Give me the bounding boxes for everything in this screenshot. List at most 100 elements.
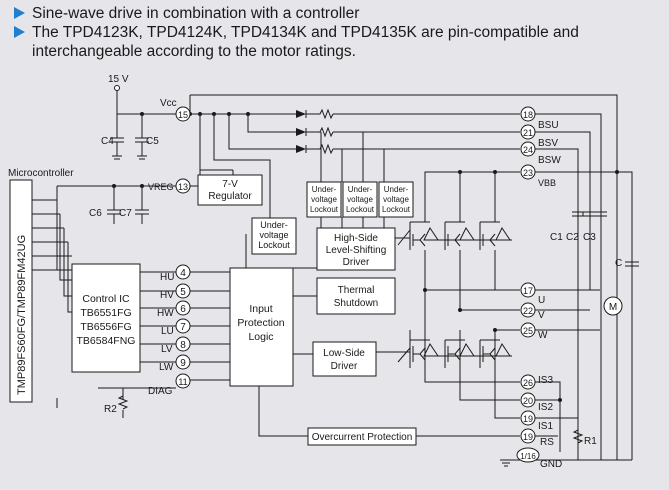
pin-number: 19 (523, 432, 533, 442)
capacitor-c5-label: C5 (146, 136, 159, 147)
junction-dots (112, 112, 619, 402)
pin-number: 5 (180, 287, 186, 298)
pin-number: 19 (523, 414, 533, 424)
resistor-r2-label: R2 (104, 404, 117, 415)
control-ic-part: TB6551FG (80, 307, 131, 319)
regulator-block (197, 174, 263, 206)
uvlo-main-label: voltage (259, 230, 288, 240)
control-ic-title: Control IC (82, 293, 130, 305)
pin-label-hv: HV (160, 290, 174, 301)
uvlo-small-label: Under- (312, 185, 337, 194)
pin-number: 18 (523, 110, 533, 120)
control-ic-part: TB6556FG (80, 321, 131, 333)
uvlo-main-label: Under- (260, 220, 288, 230)
thermal-label: Thermal (338, 285, 375, 296)
uvlo-small-label: voltage (383, 195, 409, 204)
resistor-r1-label: R1 (584, 436, 597, 447)
pin-label-bsw: BSW (538, 155, 561, 166)
pin-number: 8 (180, 340, 186, 351)
input-logic-label: Protection (237, 317, 284, 329)
triangle-bullet-icon (14, 26, 25, 38)
uvlo-small-label: Lockout (310, 205, 339, 214)
regulator-label: 7-V (222, 179, 238, 190)
pin-number: 23 (523, 168, 533, 178)
pin-label-u: U (538, 295, 545, 306)
uvlo-main-block (251, 217, 297, 255)
control-ic-box (71, 263, 141, 373)
vreg-label: VREG (148, 182, 174, 192)
pin-number: 21 (523, 128, 533, 138)
pin-label-is1: IS1 (538, 421, 553, 432)
pin-label-is3: IS3 (538, 375, 553, 386)
pin-number: 26 (523, 378, 533, 388)
pin-label-w: W (538, 330, 548, 341)
uvlo-small-blocks: Under- voltage Lockout Under- voltage Lo… (306, 181, 414, 218)
pin-number: 15 (178, 110, 188, 120)
pin-label-hu: HU (160, 272, 174, 283)
pin-number: 9 (180, 358, 186, 369)
uvlo-small-label: Lockout (382, 205, 411, 214)
capacitor-c3-label: C3 (583, 232, 596, 243)
pin-label-gnd: GND (540, 459, 562, 470)
pin-number: 4 (180, 268, 186, 279)
igbt-bridge-icon (397, 221, 512, 368)
low-side-label: Driver (331, 361, 358, 372)
pin-label-lv: LV (161, 344, 173, 355)
supply-terminal-icon (114, 85, 120, 91)
resistor-r1-icon (572, 429, 584, 444)
pin-number: 6 (180, 304, 186, 315)
pin-label-rs: RS (540, 437, 554, 448)
bullet-text: Sine-wave drive in combination with a co… (32, 5, 360, 22)
pin-label-diag: DIAG (148, 386, 173, 397)
pin-label-lu: LU (161, 326, 174, 337)
capacitor-c7-label: C7 (119, 208, 132, 219)
input-logic-label: Logic (248, 331, 273, 343)
bullet-text: The TPD4123K, TPD4124K, TPD4134K and TPD… (32, 24, 579, 60)
capacitor-c4-icon (110, 137, 124, 160)
right-pins: 18 21 24 23 17 22 25 26 20 19 19 1/16 (516, 106, 540, 463)
pin-number: 11 (178, 377, 187, 387)
microcontroller-label: Microcontroller (8, 168, 74, 179)
triangle-bullet-icon (14, 7, 25, 19)
pin-number: 1/16 (520, 452, 536, 461)
pin-label-bsv: BSV (538, 138, 558, 149)
motor-icon (603, 296, 623, 316)
thermal-shutdown-block (316, 277, 396, 315)
regulator-label: Regulator (208, 191, 252, 202)
uvlo-main-label: Lockout (258, 240, 290, 250)
pin-label-bsu: BSU (538, 120, 559, 131)
bootstrap-resistor-icon (306, 108, 334, 155)
feature-bullets: Sine-wave drive in combination with a co… (12, 4, 662, 61)
uvlo-small-label: Under- (348, 185, 373, 194)
pin-label-hw: HW (157, 308, 174, 319)
ground-icon (500, 459, 512, 467)
high-side-label: Driver (343, 257, 370, 268)
input-logic-block (229, 267, 294, 387)
overcurrent-label: Overcurrent Protection (312, 432, 413, 443)
pin-label-v: V (538, 310, 545, 321)
microcontroller-box (9, 179, 33, 403)
pin-label-is2: IS2 (538, 402, 553, 413)
pin-number: 24 (523, 145, 533, 155)
pin-label-vbb: VBB (538, 178, 556, 188)
left-pin-labels: HU HV HW LU LV LW DIAG (148, 272, 174, 397)
uvlo-small-label: Lockout (346, 205, 375, 214)
capacitor-c2-label: C2 (566, 232, 579, 243)
capacitor-c5-icon (135, 137, 149, 160)
pin-number: 13 (178, 182, 188, 192)
uvlo-small-label: voltage (311, 195, 337, 204)
capacitor-c4-label: C4 (101, 136, 114, 147)
pin-number: 20 (523, 396, 533, 406)
capacitor-c1-label: C1 (550, 232, 563, 243)
pin-label-lw: LW (159, 362, 174, 373)
uvlo-small-label: voltage (347, 195, 373, 204)
low-side-driver-block (312, 341, 377, 377)
right-pin-labels: BSU BSV BSW VBB U V W IS3 IS2 IS1 RS GND (538, 120, 562, 470)
capacitor-c-icon (625, 261, 639, 267)
input-logic-label: Input (249, 303, 272, 315)
microcontroller-part: TMP89FS60FG/TMP89FM42UG (16, 235, 28, 395)
supply-voltage-label: 15 V (108, 74, 129, 85)
capacitor-c-label: C (615, 258, 622, 269)
